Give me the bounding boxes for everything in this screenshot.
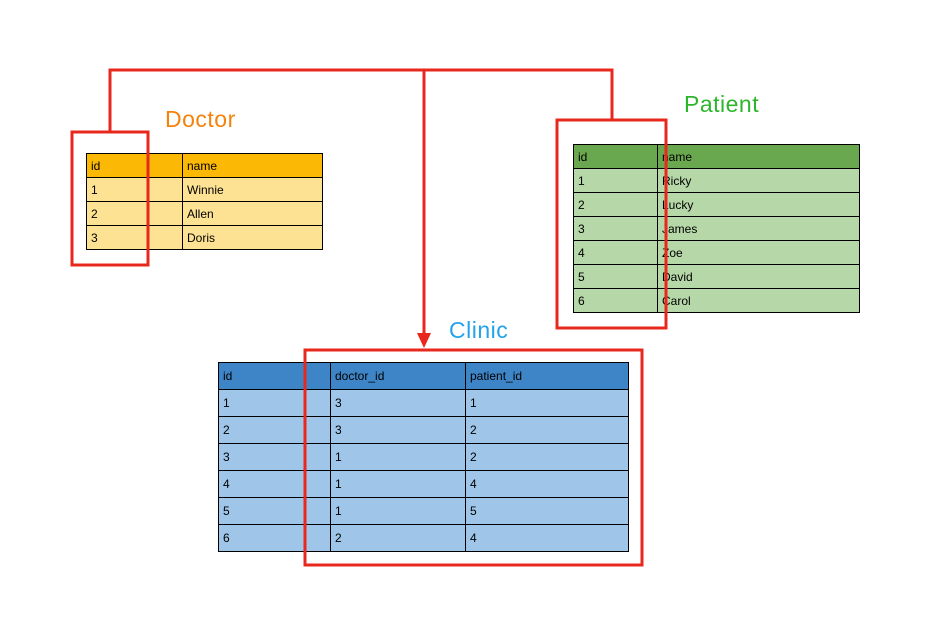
table-cell: 2	[86, 201, 183, 226]
table-cell: 2	[573, 192, 658, 217]
table-cell: James	[657, 216, 860, 241]
table-cell: 3	[573, 216, 658, 241]
table-cell: Lucky	[657, 192, 860, 217]
table-cell: 1	[330, 497, 466, 525]
table-row: 4 Zoe	[573, 240, 860, 265]
table-cell: 1	[86, 177, 183, 202]
table-cell: 1	[218, 389, 331, 417]
table-cell: 3	[86, 225, 183, 250]
patient-table-title: Patient	[684, 91, 760, 117]
table-row: 2 3 2	[218, 416, 629, 444]
table-row: 2 Allen	[86, 201, 323, 226]
table-cell: 3	[330, 416, 466, 444]
table-row: 2 Lucky	[573, 192, 860, 217]
table-cell: Carol	[657, 288, 860, 313]
table-cell: 5	[465, 497, 629, 525]
table-cell: 3	[218, 443, 331, 471]
clinic-col-id: id	[218, 362, 331, 390]
clinic-table: id doctor_id patient_id 1 3 1 2 3 2 3 1 …	[218, 362, 629, 552]
table-row: 1 3 1	[218, 389, 629, 417]
table-row: 3 James	[573, 216, 860, 241]
doctor-col-name: name	[182, 153, 323, 178]
table-cell: Winnie	[182, 177, 323, 202]
table-row: 3 1 2	[218, 443, 629, 471]
patient-col-id: id	[573, 144, 658, 169]
table-row: 4 1 4	[218, 470, 629, 498]
table-cell: 1	[330, 470, 466, 498]
table-cell: 4	[465, 470, 629, 498]
table-row: 5 1 5	[218, 497, 629, 525]
table-row: 1 Ricky	[573, 168, 860, 193]
table-cell: 2	[465, 416, 629, 444]
doctor-header-row: id name	[86, 153, 323, 178]
table-cell: Ricky	[657, 168, 860, 193]
table-cell: 6	[218, 524, 331, 552]
table-row: 6 2 4	[218, 524, 629, 552]
table-cell: 5	[573, 264, 658, 289]
clinic-col-doctor-id: doctor_id	[330, 362, 466, 390]
table-cell: David	[657, 264, 860, 289]
table-cell: 2	[218, 416, 331, 444]
clinic-arrowhead-icon	[417, 333, 431, 348]
table-cell: 4	[573, 240, 658, 265]
table-row: 5 David	[573, 264, 860, 289]
patient-col-name: name	[657, 144, 860, 169]
clinic-header-row: id doctor_id patient_id	[218, 362, 629, 390]
patient-table: id name 1 Ricky 2 Lucky 3 James 4 Zoe 5	[573, 144, 860, 313]
table-cell: 1	[465, 389, 629, 417]
doctor-col-id: id	[86, 153, 183, 178]
table-cell: 2	[465, 443, 629, 471]
clinic-col-patient-id: patient_id	[465, 362, 629, 390]
table-cell: Doris	[182, 225, 323, 250]
table-cell: Allen	[182, 201, 323, 226]
doctor-table-title: Doctor	[165, 106, 236, 132]
patient-header-row: id name	[573, 144, 860, 169]
table-cell: 6	[573, 288, 658, 313]
table-cell: 1	[573, 168, 658, 193]
table-row: 6 Carol	[573, 288, 860, 313]
table-cell: Zoe	[657, 240, 860, 265]
table-row: 1 Winnie	[86, 177, 323, 202]
table-cell: 3	[330, 389, 466, 417]
table-cell: 4	[465, 524, 629, 552]
doctor-table: id name 1 Winnie 2 Allen 3 Doris	[86, 153, 323, 250]
table-cell: 2	[330, 524, 466, 552]
table-row: 3 Doris	[86, 225, 323, 250]
table-cell: 5	[218, 497, 331, 525]
clinic-table-title: Clinic	[449, 317, 509, 343]
table-cell: 4	[218, 470, 331, 498]
table-cell: 1	[330, 443, 466, 471]
